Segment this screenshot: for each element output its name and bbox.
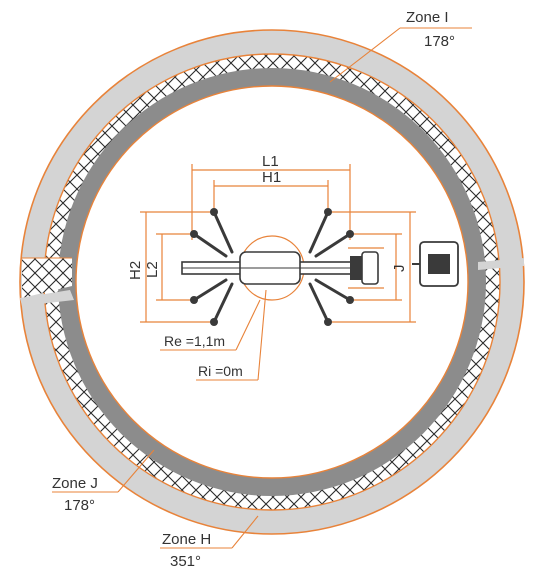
dimension-lines xyxy=(140,164,416,323)
zone-i-angle: 178° xyxy=(424,33,455,50)
zone-h-name: Zone H xyxy=(162,531,211,548)
dim-l2: L2 xyxy=(144,261,161,278)
machine-top-view xyxy=(181,208,379,326)
zone-j-angle: 178° xyxy=(64,497,95,514)
dim-j: J xyxy=(391,265,408,273)
basket-icon xyxy=(412,241,459,287)
dim-l1: L1 xyxy=(262,153,279,170)
dim-h2: H2 xyxy=(127,261,144,280)
zone-h-angle: 351° xyxy=(170,553,201,570)
radius-leaders xyxy=(160,289,267,381)
left-transition xyxy=(20,257,74,306)
zone-i-name: Zone I xyxy=(406,9,449,26)
zone-j-name: Zone J xyxy=(52,475,98,492)
radius-ri: Ri =0m xyxy=(198,363,243,379)
radius-re: Re =1,1m xyxy=(164,333,225,349)
right-transition xyxy=(478,258,524,270)
zone-leaders xyxy=(52,27,472,549)
dim-h1: H1 xyxy=(262,169,281,186)
